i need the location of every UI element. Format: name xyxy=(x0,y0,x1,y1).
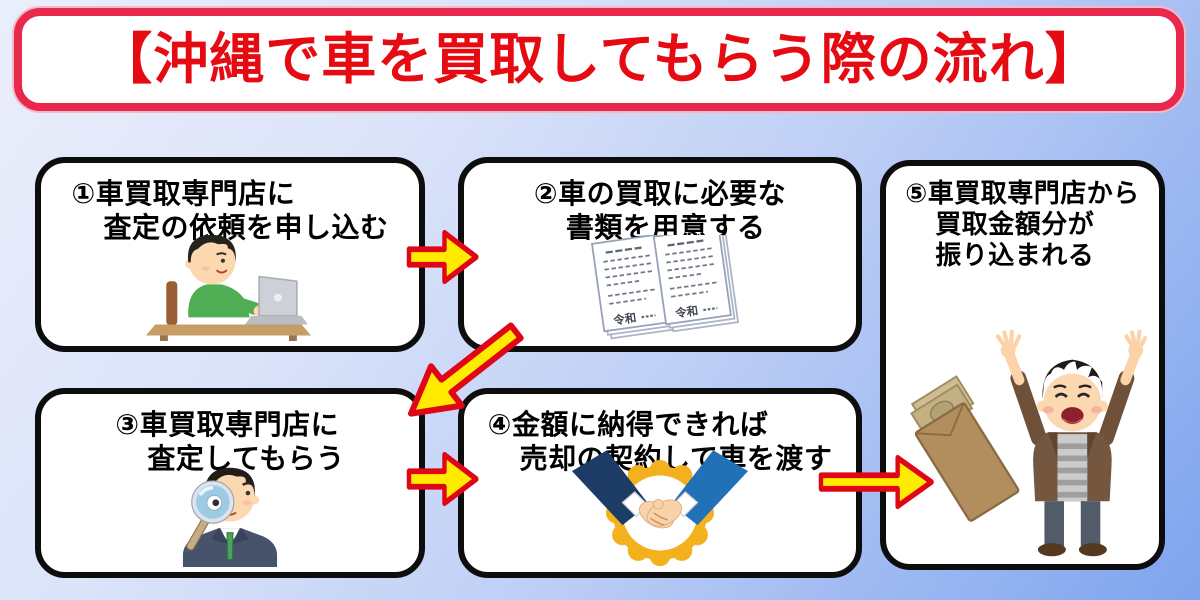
document-sheet-right: 令和 xyxy=(652,235,740,333)
era-label: 令和 xyxy=(612,310,638,327)
step-1-line-2: 査定の依頼を申し込む xyxy=(103,211,389,243)
step-3-text: ③車買取専門店に 査定してもらう xyxy=(115,408,344,475)
smile xyxy=(215,269,228,274)
chair xyxy=(166,281,178,326)
step-2-number: ② xyxy=(533,178,559,209)
step-1-number: ① xyxy=(71,178,96,209)
step-1-text: ①車買取専門店に 査定の依頼を申し込む xyxy=(71,177,388,244)
man-at-laptop-illustration xyxy=(145,234,312,341)
step-3-line-1: 車買取専門店に xyxy=(139,409,340,440)
green-sweater xyxy=(188,284,250,318)
pants xyxy=(1043,501,1064,546)
step-box-1: ①車買取専門店に 査定の依頼を申し込む xyxy=(35,157,425,352)
step-box-2: ②車の買取に必要な 書類を用意する 令和 xyxy=(458,157,862,352)
happy-man-money-envelope-illustration xyxy=(909,329,1147,557)
step-box-4: ④金額に納得できれば 売却の契約して車を渡す xyxy=(458,388,862,578)
step-5-line-3: 振り込まれる xyxy=(935,240,1095,271)
title-banner: 【沖縄で車を買取してもらう際の流れ】 xyxy=(14,8,1184,111)
clasped-hands xyxy=(639,499,682,529)
step-2-line-1: 車の買取に必要な xyxy=(558,178,787,209)
appraiser-magnifying-glass-illustration xyxy=(182,467,278,567)
step-5-line-1: 車買取専門店から xyxy=(927,178,1140,208)
magnifier-rim xyxy=(191,480,235,524)
raised-eyebrow xyxy=(242,482,255,487)
laptop-base xyxy=(244,315,308,325)
step-3-number: ③ xyxy=(115,409,140,440)
step-box-3: ③車買取専門店に 査定してもらう xyxy=(35,388,425,578)
step-5-line-2: 買取金額分が xyxy=(935,209,1095,240)
era-label: 令和 xyxy=(673,303,699,320)
step-box-5: ⑤車買取専門店から 買取金額分が 振り込まれる xyxy=(880,160,1165,570)
shoe xyxy=(1037,543,1066,557)
arrow-step1-to-step2 xyxy=(406,226,480,288)
hair xyxy=(205,467,255,497)
step-3-line-2: 査定してもらう xyxy=(147,442,345,474)
arrow-step4-to-step5 xyxy=(818,451,936,513)
step-4-line-1: 金額に納得できれば xyxy=(511,409,769,440)
green-tie xyxy=(226,532,234,561)
desk xyxy=(145,324,312,336)
page-title: 【沖縄で車を買取してもらう際の流れ】 xyxy=(97,28,1101,90)
step-1-line-1: 車買取専門店に xyxy=(95,178,296,209)
face xyxy=(1043,373,1101,432)
happy-man xyxy=(995,329,1147,557)
documents-illustration: 令和 令和 xyxy=(590,235,740,340)
hair xyxy=(187,234,236,263)
handshake-illustration xyxy=(571,450,749,567)
arrow-step3-to-step4 xyxy=(406,448,480,510)
shoe xyxy=(1078,543,1107,557)
money-envelope xyxy=(909,375,1019,522)
document-sheet-left: 令和 xyxy=(590,235,678,340)
step-5-text: ⑤車買取専門店から 買取金額分が 振り込まれる xyxy=(905,178,1140,272)
open-mouth xyxy=(1060,407,1084,424)
step-5-number: ⑤ xyxy=(905,178,928,208)
step-4-number: ④ xyxy=(487,409,512,440)
arrow-step2-to-step3 xyxy=(387,304,538,442)
